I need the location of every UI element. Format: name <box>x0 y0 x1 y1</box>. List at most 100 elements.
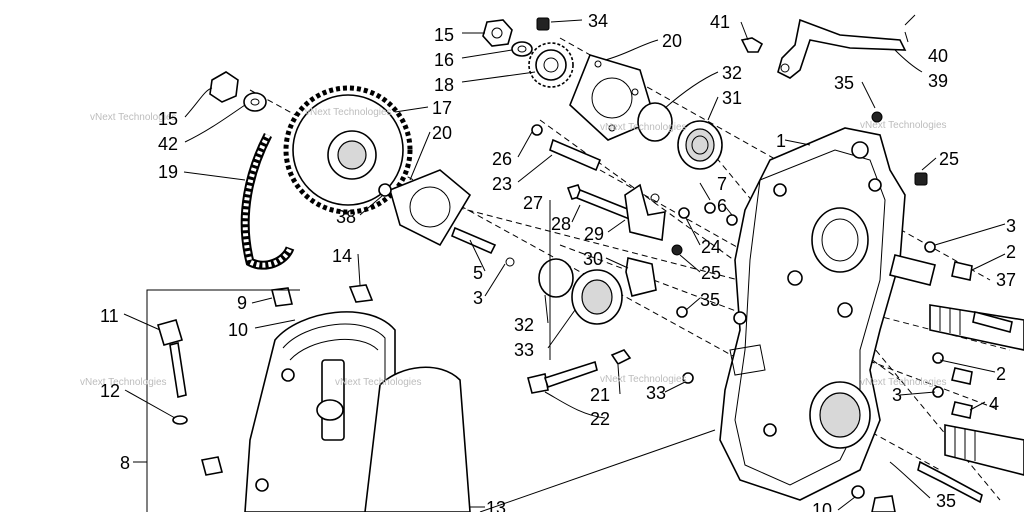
callout-29: 29 <box>584 224 604 244</box>
callout-2: 2 <box>1006 242 1016 262</box>
bracket-29 <box>624 183 666 241</box>
callout-25: 25 <box>701 263 721 283</box>
watermark-text: vNext Technologies <box>305 107 392 118</box>
callout-9: 9 <box>237 293 247 313</box>
callout-5: 5 <box>473 263 483 283</box>
watermarks: vNext Technologies vNext Technologies vN… <box>80 107 947 388</box>
callout-15: 15 <box>158 109 178 129</box>
callout-26: 26 <box>492 149 512 169</box>
callout-17: 17 <box>432 98 452 118</box>
callout-34: 34 <box>588 11 608 31</box>
callout-33: 33 <box>646 383 666 403</box>
callout-15: 15 <box>434 25 454 45</box>
callout-19: 19 <box>158 162 178 182</box>
callout-labels: 15 34 41 16 20 40 18 32 39 35 31 15 42 1… <box>100 11 1016 517</box>
callout-3: 3 <box>892 385 902 405</box>
callout-21: 21 <box>590 385 610 405</box>
bolt-14 <box>348 284 374 303</box>
callout-12: 12 <box>100 381 120 401</box>
nut-35-mid <box>676 306 688 318</box>
spacer-38 <box>378 183 392 197</box>
callout-3: 3 <box>473 288 483 308</box>
callout-11: 11 <box>100 306 119 326</box>
washer-24 <box>678 207 690 219</box>
callout-39: 39 <box>928 71 948 91</box>
callout-27: 27 <box>523 193 543 213</box>
stud-5 <box>450 226 515 267</box>
callout-40: 40 <box>928 46 948 66</box>
callout-31: 31 <box>722 88 742 108</box>
bearing-33 <box>571 269 623 325</box>
callout-18: 18 <box>434 75 454 95</box>
callout-35: 35 <box>936 491 956 511</box>
watermark-text: vNext Technologies <box>90 112 177 123</box>
watermark-text: vNext Technologies <box>80 377 167 388</box>
pin-40 <box>904 14 916 26</box>
o-ring-32-top <box>637 102 673 142</box>
washer-42 <box>243 92 267 112</box>
nut-25-right <box>914 172 928 186</box>
gasket-plate-right <box>569 54 656 141</box>
watermark-text: vNext Technologies <box>600 122 687 133</box>
nut-25-mid <box>671 244 683 256</box>
callout-23: 23 <box>492 174 512 194</box>
nut-34 <box>536 17 550 31</box>
washer-7 <box>704 202 716 214</box>
bolt-lower <box>201 456 223 476</box>
group-brackets <box>133 200 716 513</box>
leader-lines <box>123 19 1006 511</box>
bracket-39 <box>740 14 928 186</box>
top-hardware <box>482 17 574 88</box>
shaft-23 <box>531 124 602 172</box>
chain-19 <box>240 132 295 270</box>
callout-30: 30 <box>583 249 603 269</box>
plug-9 <box>271 287 293 307</box>
callout-25: 25 <box>939 149 959 169</box>
washer-33 <box>682 372 694 384</box>
cover-panel-13 <box>364 366 471 513</box>
callout-4: 4 <box>989 394 999 414</box>
gear-17 <box>283 85 413 215</box>
callout-22: 22 <box>590 409 610 429</box>
gear-case-housing <box>719 127 906 501</box>
pad-30 <box>625 257 657 297</box>
bolt-22 <box>527 360 598 394</box>
chain-case-cover <box>244 311 396 513</box>
callout-7: 7 <box>717 174 727 194</box>
callout-38: 38 <box>336 207 356 227</box>
callout-32: 32 <box>722 63 742 83</box>
watermark-text: vNext Technologies <box>335 377 422 388</box>
callout-20: 20 <box>432 123 452 143</box>
right-fasteners <box>851 241 1013 513</box>
dipstick-11 <box>156 319 188 425</box>
callout-33: 33 <box>514 340 534 360</box>
callout-20: 20 <box>662 31 682 51</box>
callout-1: 1 <box>776 131 786 151</box>
o-ring-32-bottom <box>538 258 574 298</box>
washer-6 <box>726 214 738 226</box>
watermark-text: vNext Technologies <box>860 377 947 388</box>
callout-35: 35 <box>700 290 720 310</box>
callout-28: 28 <box>551 214 571 234</box>
callout-24: 24 <box>701 237 721 257</box>
callout-6: 6 <box>717 196 727 216</box>
callout-41: 41 <box>710 12 730 32</box>
callout-2: 2 <box>996 364 1006 384</box>
gasket-plate-left <box>389 169 472 247</box>
nut-15-left <box>209 71 239 103</box>
callout-42: 42 <box>158 134 178 154</box>
callout-14: 14 <box>332 246 352 266</box>
callout-3: 3 <box>1006 216 1016 236</box>
callout-10: 10 <box>812 500 832 512</box>
bolt-28 <box>566 184 637 222</box>
callout-10: 10 <box>228 320 248 340</box>
callout-32: 32 <box>514 315 534 335</box>
callout-13: 13 <box>486 498 506 512</box>
callout-16: 16 <box>434 50 454 70</box>
bolt-41 <box>740 37 764 53</box>
washer-16 <box>511 41 533 57</box>
output-shafts <box>889 254 1024 476</box>
callout-37: 37 <box>996 270 1016 290</box>
